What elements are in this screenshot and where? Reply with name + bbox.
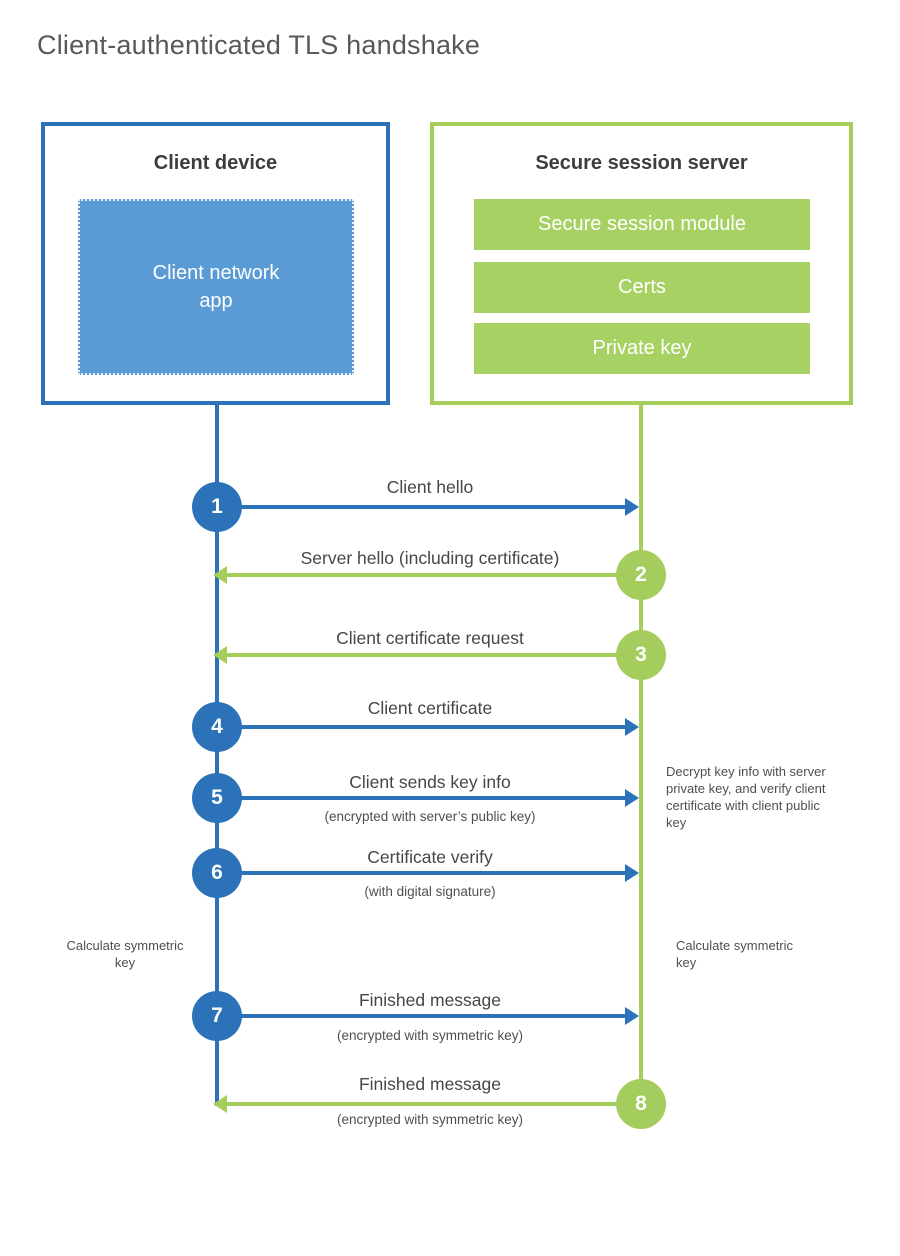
arrow-head-right-icon [625,718,639,736]
step-number: 5 [211,786,223,809]
message-arrow [227,1102,643,1106]
step-circle: 8 [616,1079,666,1129]
message-sublabel: (with digital signature) [364,884,496,899]
server-module-bar: Secure session module [474,199,810,250]
page-title: Client-authenticated TLS handshake [37,30,481,60]
arrow-head-left-icon [213,646,227,664]
message-arrow [219,796,625,800]
step-circle: 6 [192,848,242,898]
message-arrow [227,653,643,657]
step-circle: 1 [192,482,242,532]
arrow-head-right-icon [625,498,639,516]
arrow-head-right-icon [625,864,639,882]
server-module-bar: Private key [474,323,810,374]
client-device-box: Client device Client network app [41,122,390,405]
server-module-bar: Certs [474,262,810,313]
step-number: 3 [635,643,647,666]
client-device-title: Client device [153,152,278,174]
message-arrow [219,1014,625,1018]
message-label: Server hello (including certificate) [300,548,560,568]
message-label: Certificate verify [367,847,493,867]
server-lifeline [639,405,643,1129]
message-sublabel: (encrypted with symmetric key) [336,1028,524,1043]
step-circle: 3 [616,630,666,680]
client-lifeline [215,405,219,1106]
step-number: 8 [635,1092,647,1115]
message-sublabel: (encrypted with symmetric key) [336,1112,524,1127]
step-circle: 7 [192,991,242,1041]
step-circle: 2 [616,550,666,600]
note-calculate-symmetric-key-left: Calculate symmetric key [66,938,184,970]
server-box: Secure session server Secure session mod… [430,122,853,405]
message-label: Client certificate request [336,628,524,648]
server-title: Secure session server [535,152,748,174]
note-calculate-symmetric-key-right: Calculate symmetric key [676,938,794,970]
step-number: 2 [635,563,647,586]
message-label: Finished message [358,990,502,1010]
client-network-app-label: Client network app [152,262,280,312]
arrow-head-right-icon [625,1007,639,1025]
message-label: Client sends key info [349,772,511,792]
arrow-head-left-icon [213,1095,227,1113]
message-arrow [219,505,625,509]
step-number: 4 [211,715,223,738]
message-label: Client hello [386,477,474,497]
client-network-app-box: Client network app [78,199,354,375]
message-sublabel: (encrypted with server’s public key) [324,809,536,824]
step-number: 6 [211,861,223,884]
arrow-head-right-icon [625,789,639,807]
message-label: Finished message [358,1074,502,1094]
step-number: 1 [211,495,223,518]
message-arrow [219,871,625,875]
step-circle: 5 [192,773,242,823]
message-arrow [219,725,625,729]
step-number: 7 [211,1004,223,1027]
arrow-head-left-icon [213,566,227,584]
message-label: Client certificate [367,698,493,718]
message-arrow [227,573,643,577]
step-circle: 4 [192,702,242,752]
note-server-decrypt: Decrypt key info with server private key… [666,764,826,830]
